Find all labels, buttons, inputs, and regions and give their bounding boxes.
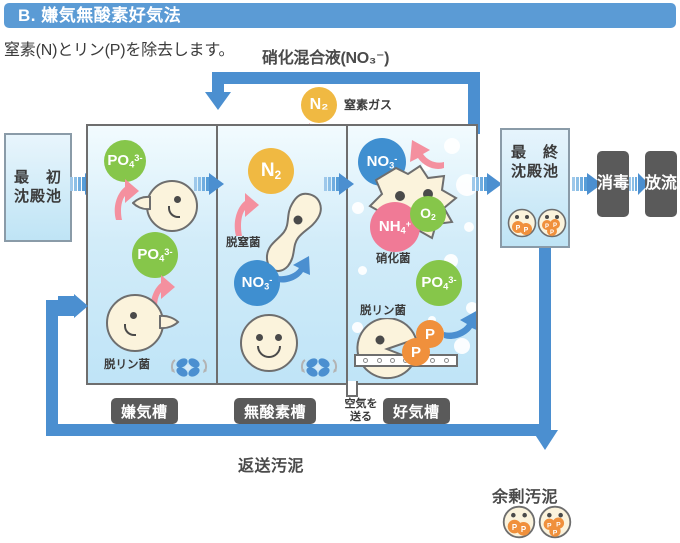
- anoxic-organism-label: 脱窒菌: [226, 237, 261, 249]
- flow-arrow-anaerobic-to-anoxic-icon: [194, 173, 224, 195]
- nitrogen-release-arrow-icon: [234, 193, 259, 236]
- header-bar: B. 嫌気無酸素好気法: [4, 3, 676, 28]
- recirculation-label: 硝化混合液(NO₃⁻): [262, 50, 390, 67]
- chip-anaerobic-tank: 嫌気槽: [111, 398, 178, 424]
- nitrate-molecule-anoxic: NO3-: [234, 260, 280, 306]
- anoxic-tank: N2 脱窒菌 NO3-: [216, 126, 346, 383]
- bacteria-mouth: [168, 206, 180, 218]
- recirculation-pipe-right: [468, 72, 480, 134]
- phosphate-molecule-2: PO43-: [132, 232, 178, 278]
- flow-arrow-aerobic-to-final-icon: [472, 173, 502, 195]
- nitrogen-gas-formula: N₂: [309, 96, 329, 113]
- phosphate-molecule-aerobic: PO43-: [416, 260, 462, 306]
- air-bubble: [352, 202, 364, 214]
- diffuser-hole: [390, 358, 396, 363]
- svg-text:P: P: [556, 522, 561, 529]
- svg-text:P: P: [512, 523, 518, 532]
- return-sludge-label: 返送汚泥: [238, 458, 305, 475]
- aerobic-tank: NO3- NH4+ O2 硝化菌 PO43- 脱リン菌: [346, 126, 476, 383]
- nitrogen-molecule: N2: [248, 148, 294, 194]
- primary-sedimentation-tank: 最 初沈殿池: [4, 133, 72, 242]
- nitrate-production-arrow-icon: [410, 140, 444, 169]
- svg-text:P: P: [553, 223, 557, 229]
- recirculation-pipe-left: [212, 72, 224, 94]
- excess-sludge-bacteria-2: P P P: [538, 505, 572, 539]
- air-bubble: [444, 138, 460, 154]
- fan-mixer-icon: [170, 358, 208, 377]
- ammonium-molecule: NH4+: [370, 202, 420, 252]
- air-bubble: [358, 266, 367, 275]
- bacteria-eye: [275, 334, 282, 341]
- air-supply-note: 空気を送る: [344, 398, 378, 423]
- recirculation-pipe-horizontal: [218, 72, 480, 84]
- denitrifying-bacteria-happy: [240, 314, 298, 372]
- oxygen-molecule: O2: [410, 196, 446, 232]
- anaerobic-organism-label: 脱リン菌: [104, 359, 150, 371]
- dephosphorus-bacteria-2: [106, 294, 164, 352]
- nitrifying-organism-label: 硝化菌: [376, 253, 411, 265]
- return-sludge-arrow-icon: [58, 294, 88, 318]
- bacteria-mouth: [257, 346, 281, 358]
- recirculation-arrow-icon: [205, 92, 231, 110]
- phosphate-molecule-1: PO43-: [104, 140, 146, 182]
- dephosphorus-bacteria-1: [146, 180, 198, 232]
- chip-anoxic-tank: 無酸素槽: [234, 398, 317, 424]
- diffuser-pipe: [346, 381, 358, 397]
- primary-sedimentation-label: 最 初沈殿池: [13, 168, 62, 205]
- nitrogen-gas-molecule: N₂: [301, 87, 337, 123]
- page-title: B. 嫌気無酸素好気法: [18, 6, 182, 25]
- phosphorus-particle-2: P: [416, 320, 444, 348]
- diffuser-hole: [363, 358, 369, 363]
- settled-bacteria-2: P P P: [537, 208, 567, 238]
- diffuser-hole: [430, 358, 436, 363]
- flow-arrow-disinfection-to-discharge-icon: [629, 173, 649, 195]
- excess-sludge-label: 余剰汚泥: [492, 489, 559, 506]
- subtitle: 窒素(N)とリン(P)を除去します。: [4, 42, 235, 59]
- bacteria-eye: [174, 196, 181, 203]
- bacteria-hand-1-icon: [132, 195, 151, 211]
- air-bubble: [454, 338, 470, 354]
- bacteria-mouth: [124, 324, 136, 336]
- air-bubble: [466, 302, 476, 314]
- final-sedimentation-label: 最 終沈殿池: [510, 144, 559, 180]
- air-bubble: [352, 322, 363, 333]
- discharge-box: 放流: [645, 151, 677, 217]
- final-sedimentation-tank: 最 終沈殿池 P P P P P: [500, 128, 570, 248]
- svg-text:P: P: [524, 227, 529, 234]
- return-sludge-pipe-left: [46, 300, 58, 430]
- excess-sludge-arrow-icon: [532, 430, 558, 450]
- svg-text:P: P: [545, 224, 549, 230]
- excess-sludge-bacteria-1: P P: [502, 505, 536, 539]
- settled-bacteria-1: P P: [507, 208, 537, 238]
- diffuser-hole: [376, 358, 382, 363]
- air-bubble: [422, 162, 431, 171]
- chip-aerobic-tank: 好気槽: [383, 398, 450, 424]
- fan-mixer-icon: [300, 358, 338, 377]
- anaerobic-tank: PO43- PO43-: [88, 126, 216, 383]
- biological-reactor: PO43- PO43-: [86, 124, 478, 385]
- bacteria-eye: [256, 334, 263, 341]
- nitrogen-gas-label: 窒素ガス: [344, 98, 393, 112]
- air-bubble: [464, 222, 474, 232]
- bacteria-eye: [130, 312, 137, 319]
- disinfection-box: 消毒: [597, 151, 629, 217]
- flow-arrow-final-to-disinfection-icon: [572, 173, 602, 195]
- phosphorus-uptake-arrow-icon: [444, 311, 476, 339]
- svg-text:P: P: [547, 523, 552, 530]
- dephosphorus-organism-label-aerobic: 脱リン菌: [360, 305, 406, 317]
- diffuser-hole: [443, 358, 449, 363]
- sludge-pipe-right: [539, 248, 551, 432]
- flow-arrow-anoxic-to-aerobic-icon: [324, 173, 354, 195]
- svg-text:P: P: [516, 225, 521, 232]
- air-bubble: [456, 174, 476, 196]
- bacteria-hand-2-icon: [159, 314, 180, 330]
- svg-text:P: P: [553, 529, 558, 536]
- return-sludge-pipe-horizontal: [46, 424, 551, 436]
- phosphate-release-arrow-1-icon: [114, 179, 139, 220]
- svg-text:P: P: [550, 230, 554, 236]
- nitrate-uptake-arrow-icon: [278, 256, 310, 283]
- svg-text:P: P: [521, 525, 527, 534]
